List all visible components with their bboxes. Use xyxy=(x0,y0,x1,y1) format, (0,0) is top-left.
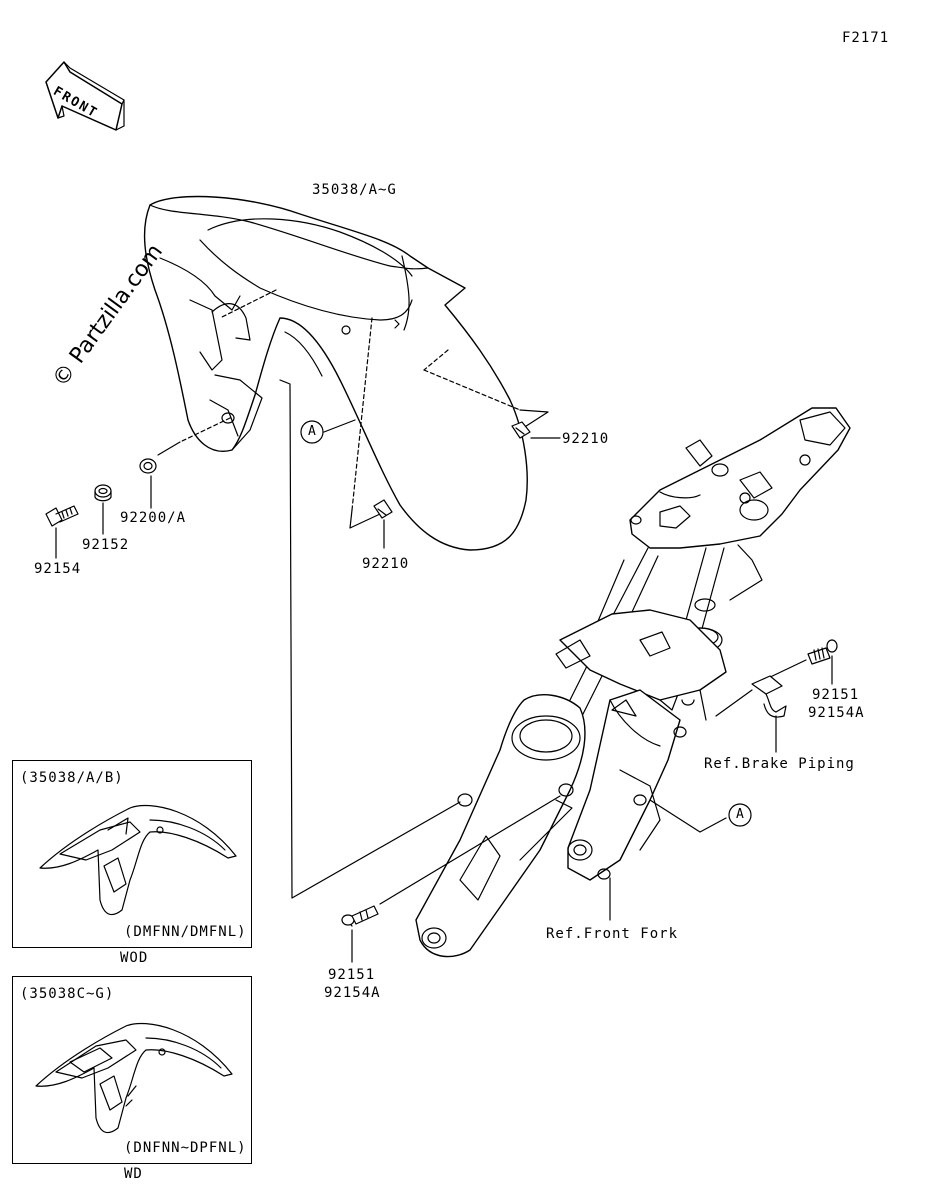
diagram-code: F2171 xyxy=(842,30,890,46)
part-number-bolt-bottom-b: 92154A xyxy=(324,985,381,1001)
part-number-collar: 92152 xyxy=(82,537,130,553)
clip-upper-icon xyxy=(511,421,561,439)
front-fork-assembly xyxy=(415,407,851,958)
inset-1-model: (DMFNN/DMFNL) xyxy=(124,924,247,940)
front-direction-arrow-icon xyxy=(45,61,125,131)
inset-2-title: (35038C~G) xyxy=(20,986,115,1002)
part-number-bolt-left: 92154 xyxy=(34,561,82,577)
clip-lower-icon xyxy=(373,499,393,549)
part-number-bolt-bottom-a: 92151 xyxy=(328,967,376,983)
inset-2-fender-icon xyxy=(35,1022,233,1134)
part-number-washer: 92200/A xyxy=(120,510,187,526)
ref-front-fork: Ref.Front Fork xyxy=(546,926,679,942)
part-number-clip-upper: 92210 xyxy=(562,431,610,447)
washer-icon xyxy=(139,458,157,509)
callout-a-fork-label: A xyxy=(736,807,744,822)
part-number-bolt-right-b: 92154A xyxy=(808,705,865,721)
inset-2-model: (DNFNN~DPFNL) xyxy=(124,1140,247,1156)
part-number-clip-lower: 92210 xyxy=(362,556,410,572)
inset-1-title: (35038/A/B) xyxy=(20,770,124,786)
bolt-bottom-icon xyxy=(341,795,561,963)
mounting-guide-dashed-lines xyxy=(179,289,521,511)
brake-piping-clamp-icon xyxy=(715,675,787,753)
mounting-guide-solid-lines xyxy=(157,379,549,899)
front-fender-outline xyxy=(143,195,528,551)
inset-1-caption: WOD xyxy=(120,950,149,966)
callout-a-fork-marker xyxy=(649,799,752,833)
inset-2-caption: WD xyxy=(124,1166,143,1182)
callout-a-fender-marker xyxy=(300,420,324,444)
bolt-right-icon xyxy=(763,639,838,685)
callout-a-fender-label: A xyxy=(308,424,316,439)
ref-brake-piping: Ref.Brake Piping xyxy=(704,756,855,772)
part-number-bolt-right-a: 92151 xyxy=(812,687,860,703)
bolt-left-icon xyxy=(45,505,79,559)
part-number-fender: 35038/A~G xyxy=(312,182,397,198)
inset-1-fender-icon xyxy=(39,804,237,916)
collar-icon xyxy=(94,484,112,535)
